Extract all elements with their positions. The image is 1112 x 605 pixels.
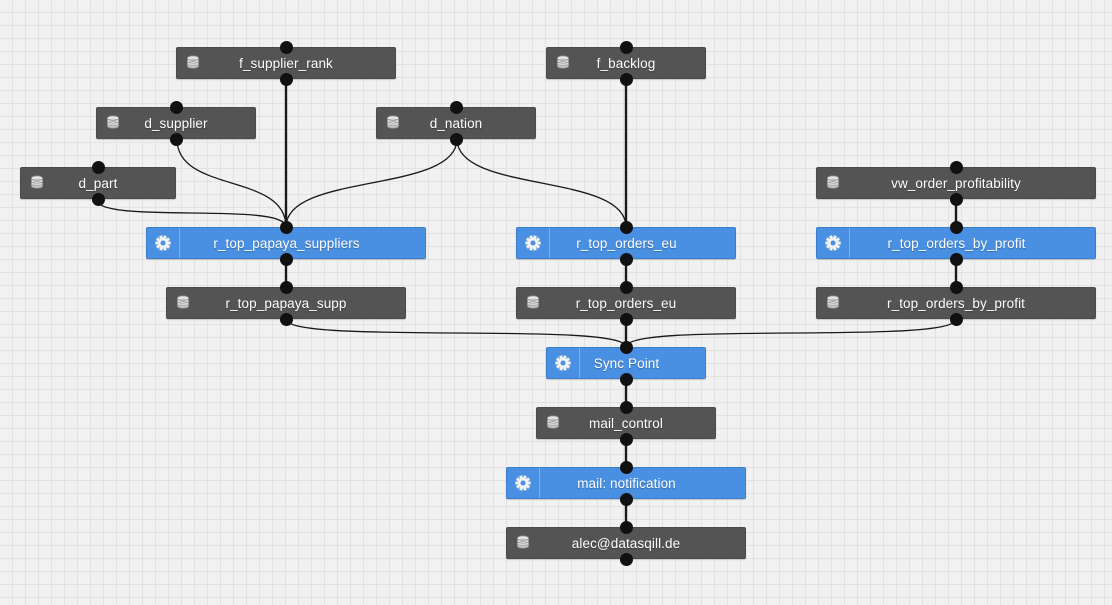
port-top-r_top_papaya_supp[interactable] [279,280,293,294]
port-top-d_part[interactable] [91,160,105,174]
database-icon [21,168,53,198]
node-label: f_backlog [596,55,656,71]
node-label: d_supplier [144,115,208,131]
node-label: r_top_orders_by_profit [887,235,1026,251]
port-top-f_supplier_rank[interactable] [279,40,293,54]
database-icon [177,48,209,78]
port-top-d_supplier[interactable] [169,100,183,114]
database-icon-svg [107,115,119,129]
edge-r_top_papaya_supp-to-sync_point [285,318,627,348]
port-bottom-mail_recipient[interactable] [619,552,633,566]
database-icon-svg [827,175,839,189]
gear-icon-svg [515,475,531,491]
port-bottom-vw_order_profitability[interactable] [949,192,963,206]
node-label: d_part [78,175,118,191]
port-bottom-d_nation[interactable] [449,132,463,146]
port-top-r_top_orders_by_profit_task[interactable] [949,220,963,234]
node-label: r_top_papaya_suppliers [213,235,360,251]
node-label: mail_control [589,415,663,431]
port-bottom-f_backlog[interactable] [619,72,633,86]
port-bottom-r_top_papaya_supp[interactable] [279,312,293,326]
port-top-r_top_orders_by_profit_table[interactable] [949,280,963,294]
database-icon-svg [31,175,43,189]
node-label: mail: notification [577,475,676,491]
gear-icon-svg [155,235,171,251]
node-label: vw_order_profitability [891,175,1021,191]
gear-icon [147,228,180,258]
database-icon [517,288,549,318]
database-icon-svg [187,55,199,69]
port-bottom-r_top_papaya_suppliers[interactable] [279,252,293,266]
database-icon-svg [547,415,559,429]
node-label: r_top_papaya_supp [225,295,347,311]
edge-d_supplier-to-r_top_papaya_suppliers [176,138,287,228]
port-top-sync_point[interactable] [619,340,633,354]
gear-icon [817,228,850,258]
port-top-f_backlog[interactable] [619,40,633,54]
edge-d_nation-to-r_top_orders_eu_task [456,138,627,228]
database-icon [167,288,199,318]
port-top-vw_order_profitability[interactable] [949,160,963,174]
node-f_supplier_rank[interactable]: f_supplier_rank [176,47,396,79]
gear-icon [507,468,540,498]
database-icon-svg [517,535,529,549]
database-icon-svg [527,295,539,309]
gear-icon-svg [825,235,841,251]
port-top-mail_recipient[interactable] [619,520,633,534]
gear-icon [547,348,580,378]
database-icon [97,108,129,138]
node-label: r_top_orders_eu [576,235,677,251]
port-bottom-d_part[interactable] [91,192,105,206]
node-label: r_top_orders_by_profit [886,295,1026,311]
database-icon [817,168,849,198]
gear-icon-svg [525,235,541,251]
port-top-d_nation[interactable] [449,100,463,114]
database-icon-svg [557,55,569,69]
database-icon-svg [177,295,189,309]
port-bottom-mail_notification[interactable] [619,492,633,506]
node-d_supplier[interactable]: d_supplier [96,107,256,139]
node-label: alec@datasqill.de [571,535,681,551]
gear-icon [517,228,550,258]
database-icon [547,48,579,78]
gear-icon-svg [555,355,571,371]
database-icon [377,108,409,138]
port-bottom-r_top_orders_by_profit_task[interactable] [949,252,963,266]
port-bottom-r_top_orders_eu_table[interactable] [619,312,633,326]
edge-d_nation-to-r_top_papaya_suppliers [285,138,458,228]
database-icon [817,288,849,318]
port-bottom-r_top_orders_eu_task[interactable] [619,252,633,266]
port-top-r_top_papaya_suppliers[interactable] [279,220,293,234]
database-icon-svg [827,295,839,309]
port-bottom-sync_point[interactable] [619,372,633,386]
node-label: r_top_orders_eu [575,295,677,311]
database-icon-svg [387,115,399,129]
port-bottom-r_top_orders_by_profit_table[interactable] [949,312,963,326]
port-top-mail_control[interactable] [619,400,633,414]
port-top-r_top_orders_eu_task[interactable] [619,220,633,234]
port-bottom-mail_control[interactable] [619,432,633,446]
node-label: f_supplier_rank [239,55,333,71]
port-top-mail_notification[interactable] [619,460,633,474]
edge-r_top_orders_by_profit_table-to-sync_point [625,318,957,348]
node-label: Sync Point [593,355,660,371]
database-icon [507,528,539,558]
port-bottom-d_supplier[interactable] [169,132,183,146]
node-label: d_nation [429,115,483,131]
port-bottom-f_supplier_rank[interactable] [279,72,293,86]
database-icon [537,408,569,438]
edge-d_part-to-r_top_papaya_suppliers [95,198,287,228]
port-top-r_top_orders_eu_table[interactable] [619,280,633,294]
